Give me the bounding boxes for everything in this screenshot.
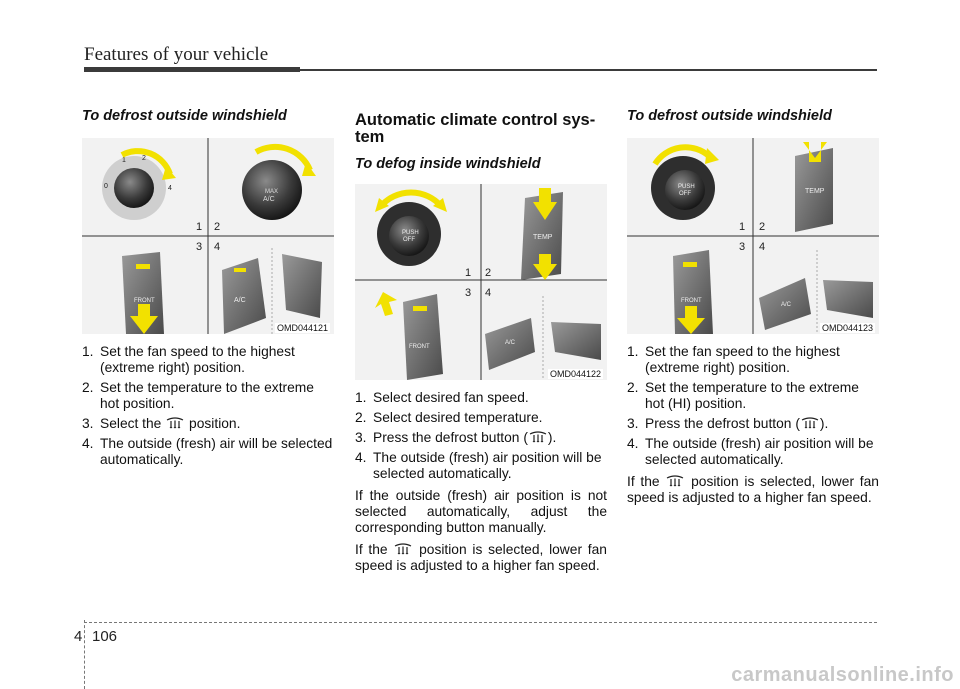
svg-text:0: 0 [104, 183, 108, 190]
front-defrost-button-illustration [673, 250, 713, 334]
fan-knob-icon [114, 168, 154, 208]
section-title: Automatic climate control sys-tem [355, 111, 596, 146]
footer-rule [84, 622, 877, 623]
svg-text:4: 4 [485, 287, 491, 299]
footer-section-number: 4 [74, 628, 83, 645]
figure-code: OMD044122 [547, 369, 603, 379]
ac-button-illustration [759, 278, 811, 330]
step-item: 1.Select desired fan speed. [355, 390, 529, 405]
section-heading: To defog inside windshield [355, 156, 541, 172]
svg-text:1: 1 [465, 267, 471, 279]
column-3: To defrost outside windshield PUSH OFF T… [627, 108, 879, 506]
svg-text:4: 4 [759, 241, 765, 253]
note-paragraph: If the position is selected, lower fan s… [627, 474, 879, 505]
svg-text:OFF: OFF [403, 237, 415, 243]
defrost-icon [165, 416, 185, 430]
svg-text:FRONT: FRONT [134, 298, 155, 304]
figure-omd044123: PUSH OFF TEMP 1 2 3 4 FRONT A/C OMD04412… [627, 138, 879, 334]
steps-list: 1.Select desired fan speed. 2.Select des… [355, 390, 607, 482]
step-item: 4.The outside (fresh) air will be select… [82, 436, 333, 467]
svg-text:OFF: OFF [679, 191, 691, 197]
section-heading: To defrost outside windshield [82, 108, 287, 124]
ac-button-illustration [485, 318, 535, 370]
svg-text:2: 2 [485, 267, 491, 279]
steps-list: 1.Set the fan speed to the highest (extr… [627, 344, 879, 468]
header-rule-thin [300, 69, 877, 71]
svg-text:A/C: A/C [263, 196, 275, 203]
step-item: 1.Set the fan speed to the highest (extr… [82, 344, 295, 375]
column-2: Automatic climate control sys-tem To def… [355, 112, 607, 574]
figure-code: OMD044121 [274, 323, 330, 333]
svg-text:2: 2 [759, 221, 765, 233]
temp-rocker-illustration [795, 148, 833, 232]
defrost-icon [528, 430, 548, 444]
step-item: 3.Press the defrost button (). [355, 430, 557, 445]
recirc-button-illustration [823, 280, 873, 318]
note-paragraph: If the position is selected, lower fan s… [355, 542, 607, 573]
svg-text:PUSH: PUSH [402, 230, 419, 236]
svg-text:MAX: MAX [265, 189, 278, 195]
svg-text:FRONT: FRONT [409, 344, 430, 350]
footer-vertical-rule [84, 620, 85, 689]
arrow-up-icon [677, 306, 705, 334]
steps-list: 1.Set the fan speed to the highest (extr… [82, 344, 334, 468]
figure-omd044121: 0 1 2 4 MAX A/C 1 2 3 4 FRONT A/C [82, 138, 334, 334]
front-defrost-button-illustration [403, 294, 443, 380]
svg-text:FRONT: FRONT [681, 298, 702, 304]
step-item: 4.The outside (fresh) air position will … [355, 450, 602, 481]
recirc-button-illustration [551, 322, 601, 360]
svg-text:A/C: A/C [505, 340, 516, 346]
step-item: 2.Set the temperature to the extreme hot… [627, 380, 859, 411]
svg-text:4: 4 [168, 185, 172, 192]
svg-text:2: 2 [142, 155, 146, 162]
svg-text:TEMP: TEMP [533, 234, 553, 241]
temp-knob-icon [242, 160, 302, 220]
header-rule-thick [84, 67, 300, 72]
section-heading: To defrost outside windshield [627, 108, 832, 124]
svg-text:PUSH: PUSH [678, 184, 695, 190]
watermark: carmanualsonline.info [731, 664, 954, 686]
svg-text:A/C: A/C [234, 297, 246, 304]
figure-omd044122: PUSH OFF TEMP 1 2 3 4 FRONT A/C OMD044 [355, 184, 607, 380]
step-item: 2.Set the temperature to the extreme hot… [82, 380, 314, 411]
svg-text:2: 2 [214, 221, 220, 233]
svg-text:A/C: A/C [781, 302, 792, 308]
note-paragraph: If the outside (fresh) air position is n… [355, 488, 607, 535]
footer-page-number: 106 [92, 628, 118, 645]
recirc-button-illustration [282, 254, 322, 318]
arrow-down-icon [533, 188, 557, 220]
step-item: 3.Press the defrost button (). [627, 416, 829, 431]
defrost-icon [665, 474, 685, 488]
step-item: 3.Select the position. [82, 416, 241, 431]
step-item: 2.Select desired temperature. [355, 410, 543, 425]
step-item: 4.The outside (fresh) air position will … [627, 436, 874, 467]
svg-text:1: 1 [196, 221, 202, 233]
arrow-up-icon [130, 304, 158, 334]
page-header-title: Features of your vehicle [84, 44, 269, 65]
temp-rocker-illustration [521, 192, 563, 280]
svg-text:3: 3 [465, 287, 471, 299]
svg-text:3: 3 [196, 241, 202, 253]
defrost-icon [393, 542, 413, 556]
svg-text:1: 1 [739, 221, 745, 233]
defrost-icon [800, 416, 820, 430]
svg-text:1: 1 [122, 157, 126, 164]
front-defrost-button-illustration [122, 252, 164, 334]
ac-button-illustration [222, 258, 266, 334]
svg-text:TEMP: TEMP [805, 188, 825, 195]
svg-text:3: 3 [739, 241, 745, 253]
svg-text:4: 4 [214, 241, 220, 253]
step-item: 1.Set the fan speed to the highest (extr… [627, 344, 840, 375]
figure-code: OMD044123 [819, 323, 875, 333]
column-1: To defrost outside windshield 0 1 2 4 MA… [82, 108, 334, 472]
arrow-down-icon [803, 142, 827, 162]
